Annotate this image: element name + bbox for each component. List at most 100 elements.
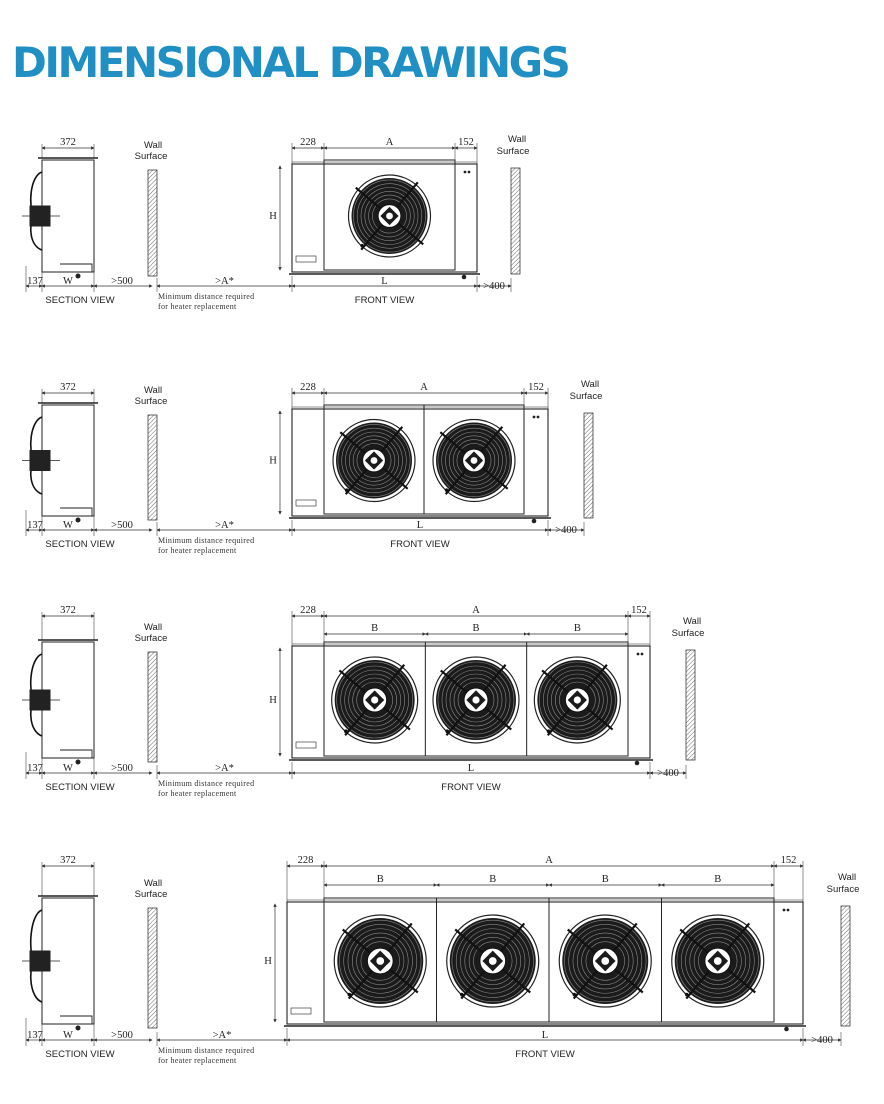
surface-label: Surface (570, 391, 603, 402)
front-casing (286, 901, 804, 1025)
surface-label: Surface (135, 889, 168, 900)
b-label: B (489, 874, 496, 885)
w-label: W (63, 1030, 73, 1041)
fan-icon (432, 656, 520, 744)
left-228-label: 228 (300, 137, 316, 148)
w-label: W (63, 276, 73, 287)
fan-icon (347, 174, 432, 258)
h-label: H (269, 211, 277, 222)
gt400-label: >400 (657, 768, 679, 779)
gt400-label: >400 (555, 525, 577, 536)
drain-outlet (75, 1025, 81, 1031)
wall-label: Wall (144, 385, 162, 396)
b-label: B (602, 874, 609, 885)
gt400-label: >400 (811, 1035, 833, 1046)
drain-outlet (75, 759, 81, 765)
drain-outlet (634, 760, 640, 766)
right-152-label: 152 (528, 382, 544, 393)
hatched-wall (685, 649, 696, 761)
drain-tray (60, 263, 93, 273)
fan-panel (323, 159, 456, 271)
front-view-label: FRONT VIEW (515, 1049, 574, 1060)
b-label: B (377, 874, 384, 885)
left-228-label: 228 (300, 605, 316, 616)
b-label: B (574, 623, 581, 634)
b-label: B (371, 623, 378, 634)
surface-label: Surface (497, 146, 530, 157)
b-label: B (472, 623, 479, 634)
l-label: L (381, 276, 387, 287)
front-casing (291, 645, 651, 759)
h-label: H (264, 956, 272, 967)
section-view-label: SECTION VIEW (45, 295, 114, 306)
fan-icon (446, 914, 540, 1008)
indicator-dot (640, 652, 644, 656)
drain-tray (60, 749, 93, 759)
a-star-label: >A* (215, 276, 234, 287)
front-view-label: FRONT VIEW (390, 539, 449, 550)
left-228-label: 228 (300, 382, 316, 393)
left-137-label: 137 (27, 1030, 43, 1041)
gt400-label: >400 (483, 281, 505, 292)
min-distance-label-2: for heater replacement (158, 1056, 237, 1065)
wall-label: Wall (144, 140, 162, 151)
drain-tray (60, 507, 93, 517)
a-star-label: >A* (215, 520, 234, 531)
hatched-wall (147, 414, 158, 521)
nameplate (295, 499, 317, 507)
min-distance-label-1: Minimum distance required (158, 1046, 254, 1055)
h-label: H (269, 695, 277, 706)
nameplate (295, 255, 317, 263)
l-label: L (542, 1030, 548, 1041)
fan-icon (671, 914, 765, 1008)
fan-icon (332, 418, 416, 503)
min-distance-label-2: for heater replacement (158, 789, 237, 798)
w-label: W (63, 520, 73, 531)
fan-icon (432, 418, 516, 503)
a-label: A (420, 382, 428, 393)
indicator-dot (463, 170, 467, 174)
page-title: DIMENSIONAL DRAWINGS (12, 38, 571, 87)
indicator-dot (532, 415, 536, 419)
min-distance-label-1: Minimum distance required (158, 536, 254, 545)
nameplate (295, 741, 317, 749)
wall-label: Wall (144, 622, 162, 633)
drain-outlet (531, 518, 537, 524)
hatched-wall (840, 905, 851, 1027)
fan-panel (323, 641, 629, 757)
width-372-label: 372 (60, 855, 76, 866)
drain-outlet (784, 1026, 789, 1032)
left-228-label: 228 (298, 855, 314, 866)
gt500-label: >500 (111, 520, 133, 531)
left-137-label: 137 (27, 276, 43, 287)
front-casing (291, 408, 549, 517)
drain-outlet (461, 274, 467, 280)
fan-icon (533, 656, 621, 744)
a-star-label: >A* (213, 1030, 232, 1041)
fan-icon (333, 914, 427, 1008)
wall-label: Wall (144, 878, 162, 889)
h-label: H (269, 456, 277, 467)
front-view-label: FRONT VIEW (441, 782, 500, 793)
nameplate (290, 1007, 312, 1015)
indicator-dot (782, 908, 786, 912)
drain-outlet (75, 517, 81, 523)
min-distance-label-1: Minimum distance required (158, 779, 254, 788)
wall-label: Wall (683, 616, 701, 627)
front-casing (291, 163, 478, 273)
drain-outlet (75, 273, 81, 279)
surface-label: Surface (135, 633, 168, 644)
section-view-label: SECTION VIEW (45, 782, 114, 793)
fan-icon (558, 914, 652, 1008)
